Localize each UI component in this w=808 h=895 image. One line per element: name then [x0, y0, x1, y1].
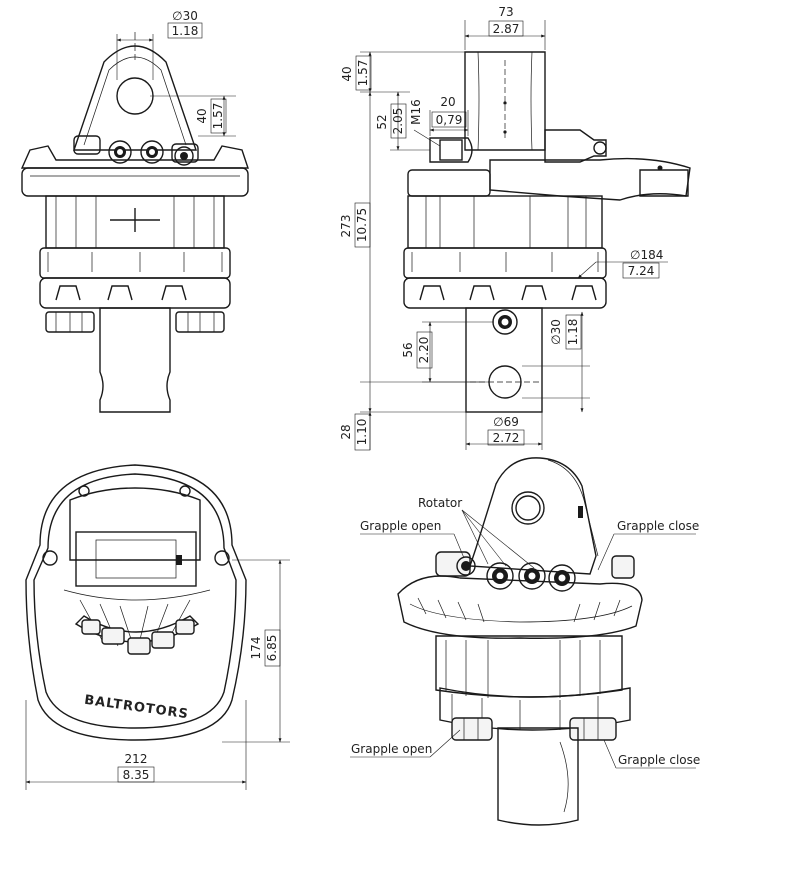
side-bottom-end-inch: 1.10: [355, 419, 369, 446]
side-bottom-pin-diameter-inch: 1.18: [566, 319, 580, 346]
side-bottom-end: 28: [339, 424, 353, 439]
side-port-m16: [429, 137, 473, 163]
iso-lifting-ear: [469, 457, 597, 575]
side-arm: [489, 157, 691, 201]
front-ear-height-inch: 1.57: [211, 103, 225, 130]
pin-hole: [116, 77, 154, 115]
top-depth-inch: 6.85: [265, 635, 279, 662]
shaft: [99, 307, 171, 413]
front-view: ∅30 1.18 40 1.57: [20, 9, 249, 413]
front-pin-diameter-inch: 1.18: [172, 24, 199, 38]
side-port-thread: M16: [409, 99, 423, 125]
side-port-offset-inch: 2.05: [391, 108, 405, 135]
side-top-height: 40: [340, 66, 354, 81]
side-total-height: 273: [339, 215, 353, 238]
side-width-top: 73: [498, 5, 513, 19]
side-shaft-diameter-inch: 2.72: [493, 431, 520, 445]
side-port-spacing: 20: [440, 95, 455, 109]
side-body-diameter: ∅184: [630, 248, 663, 262]
side-bottom-pin-offset: 56: [401, 342, 415, 357]
front-pin-diameter: ∅30: [172, 9, 198, 23]
iso-shaft: [497, 727, 579, 826]
isometric-view: Rotator Grapple open Grapple close Grapp…: [350, 457, 700, 826]
side-shaft: [465, 307, 543, 413]
side-shaft-diameter: ∅69: [493, 415, 519, 429]
side-bottom-pin-diameter: ∅30: [549, 319, 563, 345]
side-bottom-pin-offset-inch: 2.20: [417, 337, 431, 364]
hydraulic-fittings: [73, 135, 199, 166]
top-hub: [75, 531, 197, 587]
label-grapple-open-bottom: Grapple open: [351, 742, 432, 756]
side-width-top-inch: 2.87: [493, 22, 520, 36]
iso-grapple-open-fitting: [451, 717, 493, 741]
front-ear-height: 40: [195, 108, 209, 123]
label-grapple-open-top: Grapple open: [360, 519, 441, 533]
iso-fittings: [435, 551, 635, 592]
label-grapple-close-top: Grapple close: [617, 519, 699, 533]
lifting-ear: [73, 45, 197, 151]
brand-logo: BALTROTORS: [83, 693, 189, 723]
side-top-height-inch: 1.57: [356, 60, 370, 87]
top-width-inch: 8.35: [123, 768, 150, 782]
side-port-offset: 52: [375, 114, 389, 129]
iso-grapple-close-fitting: [569, 717, 617, 741]
side-total-height-inch: 10.75: [355, 208, 369, 242]
rotator-flange: [21, 167, 249, 197]
iso-flange: [397, 575, 643, 639]
label-rotator: Rotator: [418, 496, 462, 510]
side-view: 73 2.87 40 1.57 52 2.05 M16 20 0,79 273 …: [339, 5, 691, 451]
top-width: 212: [125, 752, 148, 766]
top-outline: [25, 464, 247, 741]
label-grapple-close-bottom: Grapple close: [618, 753, 700, 767]
side-body-diameter-inch: 7.24: [628, 264, 655, 278]
top-view: BALTROTORS 174 6.85 212 8.35: [25, 464, 290, 790]
side-port-spacing-inch: 0,79: [436, 113, 463, 127]
top-depth: 174: [249, 637, 263, 660]
